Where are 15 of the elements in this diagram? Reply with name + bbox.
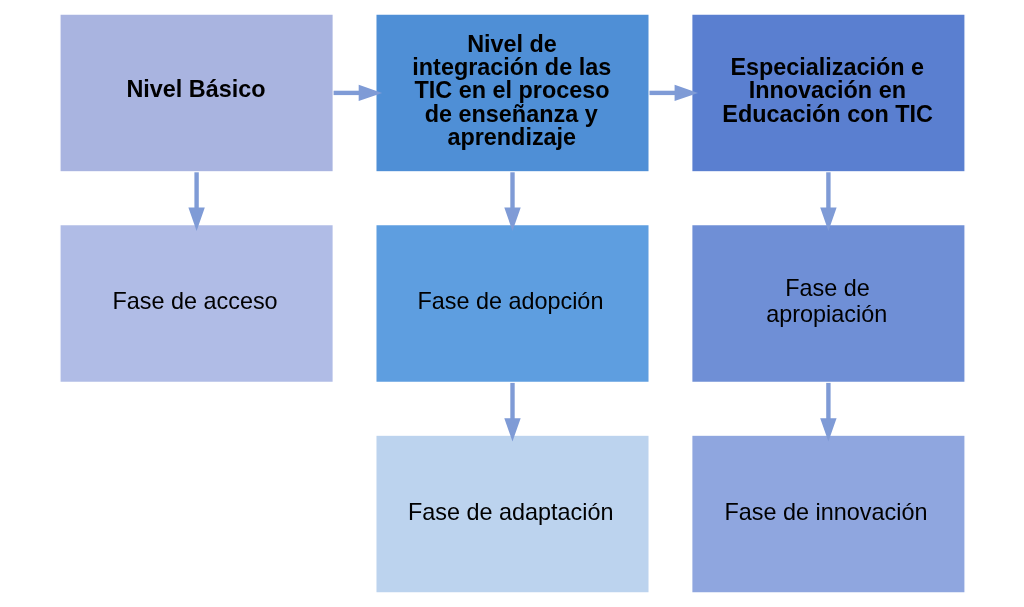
arrow — [649, 84, 698, 102]
arrow — [333, 84, 382, 102]
node-box: Fase de adaptación — [374, 434, 650, 594]
node-box: Fase de acceso — [58, 223, 334, 384]
arrow — [503, 382, 521, 442]
node-box: Fase de apropiación — [690, 223, 966, 384]
node-box: Nivel Básico — [58, 13, 334, 173]
node-box: Nivel de integración de las TIC en el proceso de enseñanza y aprendizaje — [374, 13, 650, 173]
node-box: Fase de innovación — [690, 434, 966, 594]
arrow — [819, 172, 837, 231]
arrow — [187, 172, 205, 231]
node-box: Especialización e Innovación en Educación con TIC — [690, 13, 966, 173]
node-box: Fase de adopción — [374, 223, 650, 384]
arrow — [503, 172, 521, 231]
arrow — [819, 382, 837, 442]
